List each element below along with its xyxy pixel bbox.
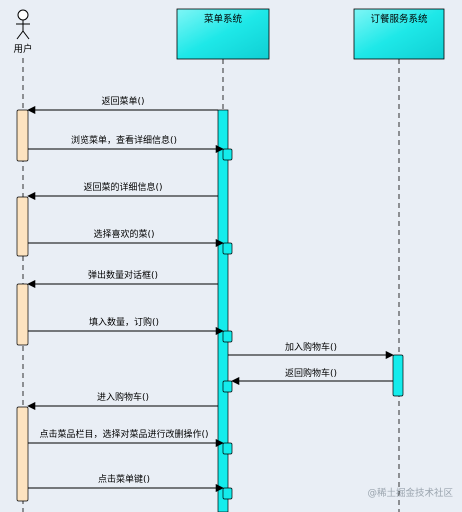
activation-menu-nested-6 bbox=[222, 487, 233, 500]
activation-user-3 bbox=[16, 283, 29, 346]
message-10[interactable]: 点击菜品栏目，选择对菜品进行改删操作() bbox=[28, 428, 224, 448]
message-2[interactable]: 浏览菜单，查看详细信息() bbox=[28, 134, 224, 154]
message-label: 填入数量，订购() bbox=[89, 316, 159, 328]
user-actor[interactable]: 用户 bbox=[13, 9, 33, 55]
activation-menu-nested-4 bbox=[222, 380, 233, 393]
lifeline-box-order-service bbox=[353, 8, 445, 60]
message-label: 点击菜品栏目，选择对菜品进行改删操作() bbox=[39, 428, 208, 440]
message-6[interactable]: 填入数量，订购() bbox=[28, 316, 224, 336]
actor-right-leg bbox=[22, 30, 30, 40]
message-label: 点击菜单键() bbox=[98, 473, 150, 485]
lifeline-order-service[interactable]: 订餐服务系统 bbox=[353, 8, 445, 60]
lifeline-menu-system[interactable]: 菜单系统 bbox=[176, 8, 270, 60]
message-4[interactable]: 选择喜欢的菜() bbox=[28, 228, 224, 248]
message-label: 弹出数量对话框() bbox=[88, 269, 158, 281]
actor-left-leg bbox=[16, 30, 24, 40]
actor-head bbox=[17, 9, 29, 21]
activation-menu-nested-5 bbox=[222, 442, 233, 455]
activation-menu-nested-1 bbox=[222, 148, 233, 161]
message-9[interactable]: 进入购物车() bbox=[27, 391, 218, 411]
message-11[interactable]: 点击菜单键() bbox=[28, 473, 224, 493]
watermark: @稀土掘金技术社区 bbox=[367, 487, 453, 499]
message-1[interactable]: 返回菜单() bbox=[27, 95, 218, 115]
message-label: 返回购物车() bbox=[285, 367, 337, 379]
lifeline-label-menu-system: 菜单系统 bbox=[204, 13, 243, 25]
message-label: 返回菜单() bbox=[101, 95, 144, 107]
activation-user-2 bbox=[16, 196, 29, 257]
activation-menu-nested-2 bbox=[222, 242, 233, 255]
message-7[interactable]: 加入购物车() bbox=[228, 341, 394, 360]
activation-menu-main bbox=[217, 109, 229, 512]
message-5[interactable]: 弹出数量对话框() bbox=[27, 269, 218, 289]
activation-order-service bbox=[392, 354, 404, 397]
message-3[interactable]: 返回菜的详细信息() bbox=[27, 181, 218, 201]
message-label: 浏览菜单，查看详细信息() bbox=[71, 134, 177, 146]
activation-user-4 bbox=[16, 406, 29, 502]
activation-menu-nested-3 bbox=[222, 330, 233, 343]
message-label: 选择喜欢的菜() bbox=[93, 228, 154, 240]
activation-user-1 bbox=[16, 109, 29, 162]
message-label: 加入购物车() bbox=[285, 341, 337, 353]
actor-label: 用户 bbox=[13, 43, 32, 55]
message-label: 返回菜的详细信息() bbox=[83, 181, 162, 193]
lifeline-label-order-service: 订餐服务系统 bbox=[370, 13, 428, 25]
message-label: 进入购物车() bbox=[97, 391, 149, 403]
lifeline-box-menu-system bbox=[176, 8, 270, 60]
message-8[interactable]: 返回购物车() bbox=[231, 367, 393, 386]
